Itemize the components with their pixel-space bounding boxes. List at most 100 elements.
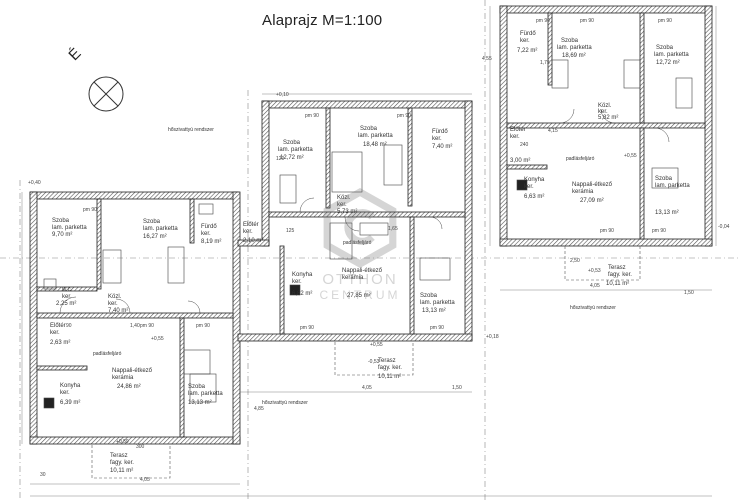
dimension: pm 90 bbox=[397, 113, 411, 119]
room-area: 7,40 m² bbox=[108, 308, 128, 314]
room-name: Közl. bbox=[108, 294, 122, 300]
room-name: Szoba bbox=[360, 126, 378, 132]
room-floor: lam. parketta bbox=[278, 147, 313, 153]
room-name: Előtér bbox=[510, 127, 526, 133]
plan-title: Alaprajz M=1:100 bbox=[262, 12, 383, 29]
dimension: 2,50 bbox=[570, 258, 580, 264]
room-floor: ker. bbox=[50, 330, 60, 336]
room-name: Konyha bbox=[292, 272, 313, 278]
room-area: 5,73 m² bbox=[337, 209, 357, 215]
dimension: 30 bbox=[40, 472, 46, 478]
room-name: Nappali-étkező bbox=[342, 268, 383, 274]
watermark-text: CENTRUM bbox=[319, 288, 401, 302]
room-area: 12,72 m² bbox=[656, 60, 680, 66]
room-floor: ker. bbox=[520, 38, 530, 44]
room-floor: lam. parketta bbox=[143, 226, 178, 232]
level-mark: -0,04 bbox=[718, 224, 730, 230]
room-name: Szoba bbox=[52, 218, 70, 224]
dimension: 4,55 bbox=[482, 56, 492, 62]
dimension: 1,50 bbox=[684, 290, 694, 296]
room-area: 5,82 m² bbox=[598, 115, 618, 121]
room-area: 13,13 m² bbox=[188, 400, 212, 406]
door-swings bbox=[59, 108, 670, 314]
heat-pump-note: hőszivattyú rendszer bbox=[570, 305, 616, 311]
room-name: Szoba bbox=[655, 176, 673, 182]
room-name: Közl. bbox=[337, 195, 351, 201]
room-area: 7,22 m² bbox=[517, 48, 537, 54]
room-floor: ker. bbox=[598, 109, 608, 115]
room-floor: ker. bbox=[510, 134, 520, 140]
room-area: 18,48 m² bbox=[363, 142, 387, 148]
room-area: 6,82 m² bbox=[292, 291, 312, 297]
watermark-logo-icon bbox=[323, 188, 397, 269]
dimension: pm 90 bbox=[658, 18, 672, 24]
room-floor: lam. parketta bbox=[420, 300, 455, 306]
dimension: 4,15 bbox=[548, 128, 558, 134]
dimension-labels: 4,15 4,55 4,05 1,50 4,05 4,05 1,50 pm 90… bbox=[40, 18, 694, 483]
dimension: pm 90 bbox=[536, 18, 550, 24]
dimension: pm 90 bbox=[580, 18, 594, 24]
level-mark: +0,59 bbox=[116, 439, 129, 445]
room-floor: ker. bbox=[337, 202, 347, 208]
level-mark: +0,10 bbox=[276, 92, 289, 98]
room-floor: kerámia bbox=[112, 375, 134, 381]
room-name: Szoba bbox=[656, 45, 674, 51]
room-name: w.c. bbox=[61, 287, 73, 293]
room-area: 24,86 m² bbox=[117, 384, 141, 390]
unit-b-walls bbox=[237, 100, 473, 342]
heat-pump-note: hőszivattyú rendszer bbox=[168, 127, 214, 133]
room-name: Fürdő bbox=[201, 224, 217, 230]
dimension: 4,05 bbox=[590, 283, 600, 289]
dimension: pm 90 bbox=[430, 325, 444, 331]
room-area: 12,72 m² bbox=[280, 155, 304, 161]
room-name: Terasz bbox=[378, 358, 396, 364]
room-floor: lam. parketta bbox=[557, 45, 592, 51]
heat-pump-note: hőszivattyú rendszer bbox=[262, 400, 308, 406]
room-name: Nappali-étkező bbox=[572, 182, 613, 188]
room-floor: lam. parketta bbox=[655, 183, 690, 189]
room-floor: ker. bbox=[108, 301, 118, 307]
level-mark: +0,18 bbox=[486, 334, 499, 340]
unit-c-walls bbox=[499, 5, 713, 247]
room-name: Terasz bbox=[608, 265, 626, 271]
room-area: 27,09 m² bbox=[580, 198, 604, 204]
room-name: Szoba bbox=[561, 38, 579, 44]
dimension: pm 90 bbox=[305, 113, 319, 119]
room-area: 18,69 m² bbox=[562, 53, 586, 59]
level-mark: +0,55 bbox=[624, 153, 637, 159]
room-name: Szoba bbox=[420, 293, 438, 299]
dimension-lines bbox=[21, 6, 717, 497]
dimension: 1,40 bbox=[130, 323, 140, 329]
dimension: 4,85 bbox=[254, 406, 264, 412]
dimension: 120 bbox=[276, 156, 285, 162]
dimension: 4,05 bbox=[140, 477, 150, 483]
room-area: 7,40 m² bbox=[432, 144, 452, 150]
room-area: 3,00 m² bbox=[510, 158, 530, 164]
dimension: pm 90 bbox=[140, 323, 154, 329]
level-marks: +0,40 +0,10 +0,55 +0,55 +0,55 -0,53 +0,5… bbox=[28, 92, 730, 445]
level-mark: +0,55 bbox=[370, 342, 383, 348]
room-floor: fagy. ker. bbox=[378, 365, 402, 371]
room-floor: ker. bbox=[60, 390, 70, 396]
dimension: 1,50 bbox=[452, 385, 462, 391]
dimension: 4,05 bbox=[362, 385, 372, 391]
room-area: 10,11 m² bbox=[378, 374, 401, 380]
room-floor: ker. bbox=[292, 279, 302, 285]
room-area: 9,70 m² bbox=[52, 232, 72, 238]
dimension: 1,75 bbox=[540, 60, 550, 66]
room-floor: ker. bbox=[432, 136, 442, 142]
unit-a-walls bbox=[29, 191, 241, 445]
room-name: Konyha bbox=[60, 383, 81, 389]
dimension: 1,65 bbox=[388, 226, 398, 232]
dimension: pm 90 bbox=[600, 228, 614, 234]
room-labels: Szoba lam. parketta 9,70 m² Szoba lam. p… bbox=[50, 31, 690, 474]
dimension: pm 90 bbox=[652, 228, 666, 234]
level-mark: +0,40 bbox=[28, 180, 41, 186]
room-name: Szoba bbox=[283, 140, 301, 146]
room-floor: lam. parketta bbox=[52, 225, 87, 231]
compass-icon bbox=[88, 76, 124, 112]
room-name: Szoba bbox=[143, 219, 161, 225]
dimension: pm 90 bbox=[196, 323, 210, 329]
room-area: 27,85 m² bbox=[347, 293, 371, 299]
